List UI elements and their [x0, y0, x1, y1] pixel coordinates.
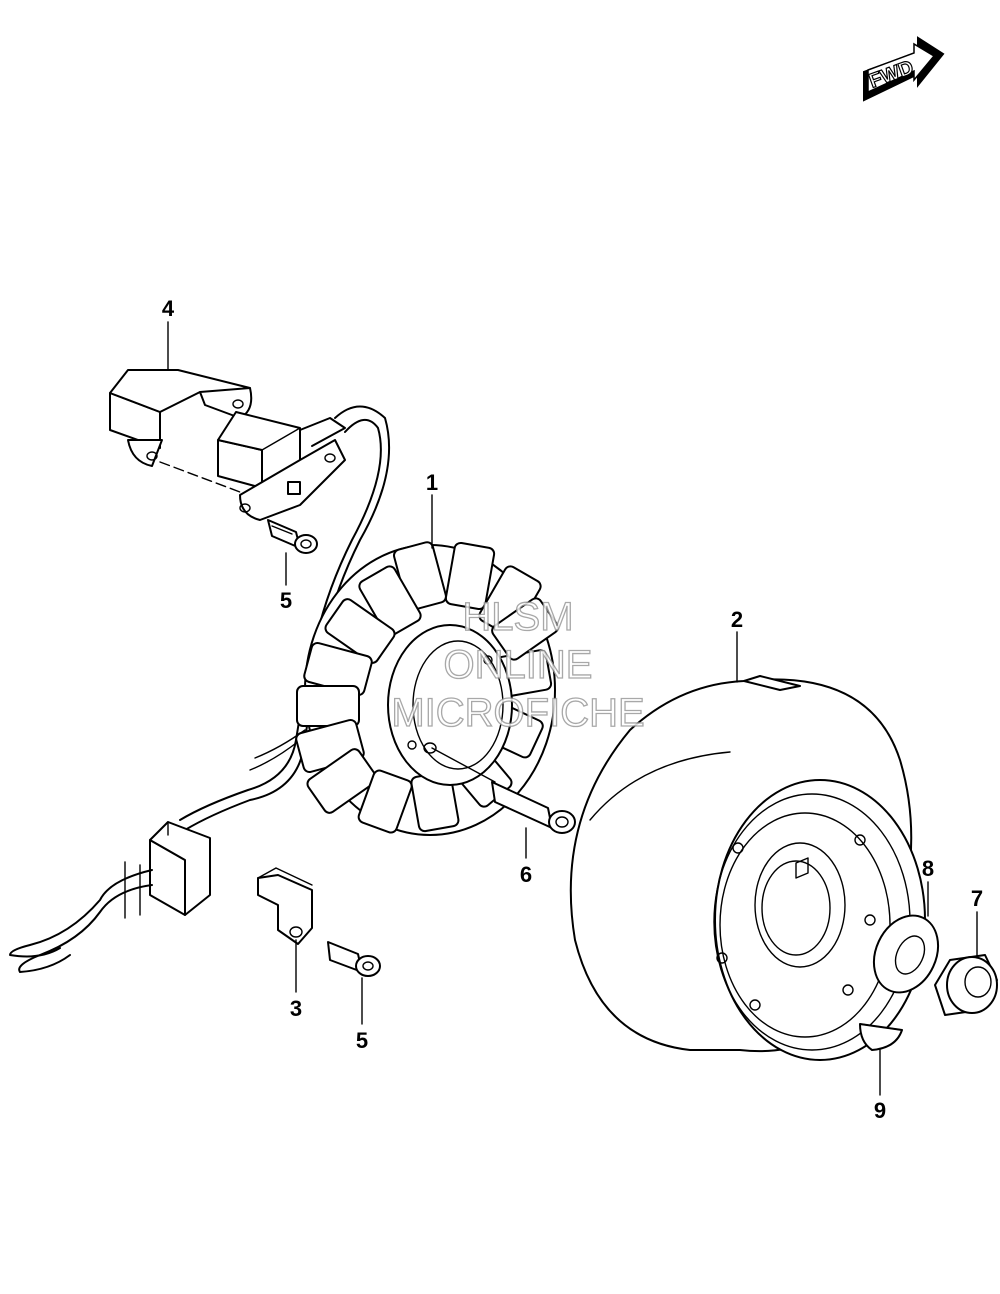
callout-5-lower: 5 [356, 1028, 368, 1053]
leader-lines [167, 321, 978, 1096]
stator-part [295, 541, 559, 836]
watermark: HLSM ONLINE MICROFICHE [391, 594, 646, 735]
pickup-coil [217, 411, 346, 521]
nut-part [934, 954, 998, 1016]
connector [9, 821, 211, 973]
callout-1: 1 [426, 470, 438, 495]
bracket-part [109, 369, 253, 493]
callout-labels: 4 1 5 2 6 8 7 3 5 9 [162, 296, 983, 1123]
bolt-upper [267, 519, 318, 554]
callout-5-upper: 5 [280, 588, 292, 613]
bolt-stator [431, 747, 576, 834]
watermark-line3: MICROFICHE [391, 691, 644, 735]
callout-3: 3 [290, 996, 302, 1021]
callout-4: 4 [162, 296, 175, 321]
plate-part [257, 867, 313, 945]
bolt-lower [327, 941, 381, 977]
key-part [859, 1023, 903, 1051]
washer-part [872, 914, 940, 994]
fwd-arrow-icon: FWD [863, 36, 945, 102]
callout-2: 2 [731, 607, 743, 632]
watermark-line1: HLSM [462, 595, 573, 639]
rotor-part [569, 675, 926, 1061]
callout-9: 9 [874, 1098, 886, 1123]
callout-7: 7 [971, 886, 983, 911]
callout-6: 6 [520, 862, 532, 887]
watermark-line2: ONLINE [444, 643, 593, 687]
callout-8: 8 [922, 856, 934, 881]
